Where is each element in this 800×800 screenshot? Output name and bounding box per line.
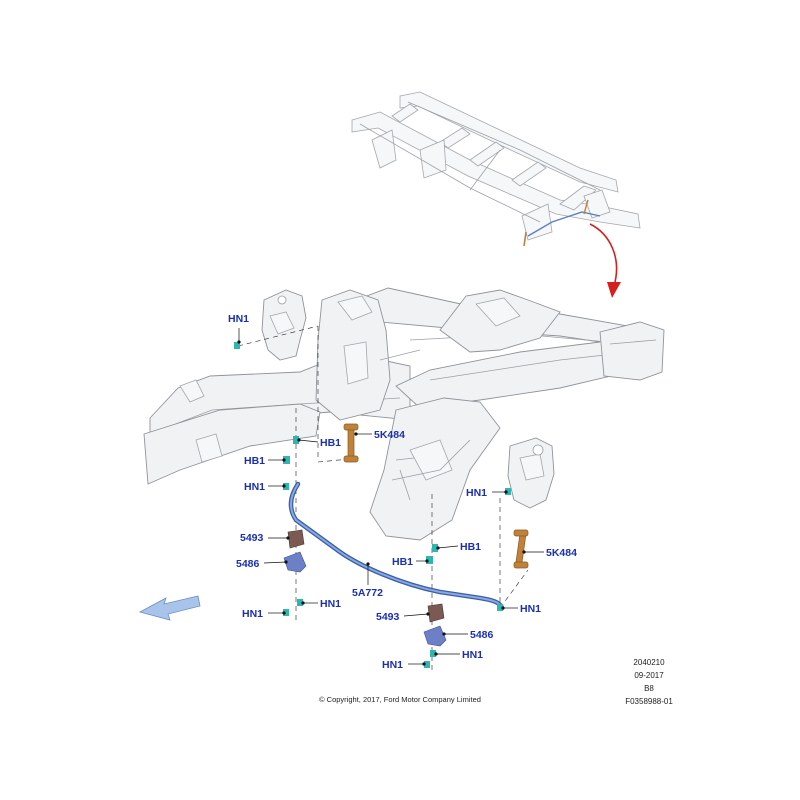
stabilizer-bushing-right — [427, 603, 445, 623]
callout-hn1-left-mid: HN1 — [244, 481, 265, 493]
stabilizer-bar — [288, 481, 505, 611]
stabilizer-bracket-right — [423, 625, 447, 647]
nut-hn1-right-upper — [505, 488, 511, 495]
reference-number: 2040210 — [633, 658, 665, 667]
callout-hb1-left: HB1 — [244, 455, 265, 467]
bolt-hb1-left — [283, 456, 290, 464]
callout-hn1-top-left: HN1 — [228, 313, 249, 325]
callout-5k484-left: 5K484 — [374, 429, 405, 441]
bolt-hb1-right-upper — [432, 544, 438, 552]
nut-hn1-left-mid — [283, 483, 289, 490]
callout-hn1-bottom-left-a: HN1 — [320, 598, 341, 610]
callout-hn1-right-upper: HN1 — [466, 487, 487, 499]
stabilizer-link-right — [513, 529, 529, 569]
callout-hn1-right-mid: HN1 — [520, 603, 541, 615]
callout-5486-left: 5486 — [236, 558, 260, 570]
figure-id: F0358988-01 — [625, 697, 673, 706]
callout-hn1-bottom-left-b: HN1 — [242, 608, 263, 620]
left-steering-knuckle — [261, 289, 307, 361]
stabilizer-bracket-left — [283, 551, 307, 573]
reference-block: 2040210 09-2017 B8 F0358988-01 — [625, 658, 673, 706]
stabilizer-link-left — [343, 423, 359, 463]
callout-hb1-right-lower: HB1 — [392, 556, 413, 568]
copyright-notice: © Copyright, 2017, Ford Motor Company Li… — [319, 695, 481, 704]
stabilizer-bushing-left — [287, 529, 305, 549]
nut-hn1-bottom-left-a — [297, 599, 303, 606]
callout-5493-right: 5493 — [376, 611, 400, 623]
nut-hn1-bottom-center — [424, 661, 430, 668]
callout-hb1-upper-right: HB1 — [320, 437, 341, 449]
reference-date: 09-2017 — [634, 671, 664, 680]
fasteners — [234, 342, 511, 668]
bolt-hb1-left-upper — [293, 436, 299, 444]
vehicle-direction-arrow — [138, 595, 201, 621]
callout-5k484-right: 5K484 — [546, 547, 577, 559]
zoom-indicator-arrow — [589, 223, 621, 298]
nut-hn1-bottom-left-b — [283, 609, 289, 616]
leader-lines — [237, 328, 544, 666]
callout-5493-left: 5493 — [240, 532, 264, 544]
nut-hn1-top-left — [234, 342, 240, 349]
chassis-overview-illustration — [351, 91, 641, 247]
callout-hb1-right: HB1 — [460, 541, 481, 553]
nut-hn1-right-lower — [430, 650, 436, 657]
nut-hn1-right-mid — [497, 604, 503, 611]
callout-labels: HN1 HB1 5K484 HB1 HN1 5493 5486 5A772 HN… — [228, 313, 577, 671]
callout-5486-right: 5486 — [470, 629, 494, 641]
frame-detail-illustration — [143, 287, 665, 541]
reference-code: B8 — [644, 684, 654, 693]
callout-hn1-right-lower: HN1 — [462, 649, 483, 661]
callout-hn1-bottom-center: HN1 — [382, 659, 403, 671]
bolt-hb1-right — [426, 556, 433, 564]
callout-5a772: 5A772 — [352, 587, 383, 599]
right-steering-knuckle — [507, 437, 555, 509]
